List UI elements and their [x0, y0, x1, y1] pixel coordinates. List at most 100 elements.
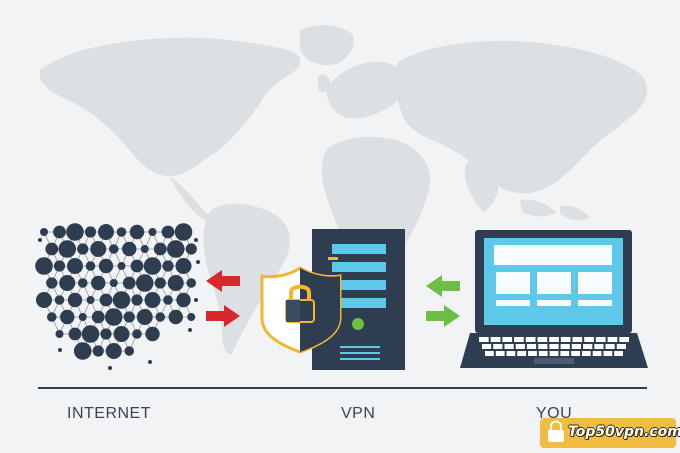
network-node — [166, 240, 185, 258]
network-node — [155, 312, 166, 322]
green-arrows-icon — [426, 275, 460, 327]
network-node — [45, 242, 59, 256]
network-node — [145, 326, 160, 342]
network-node — [105, 343, 122, 359]
keyboard-key — [584, 337, 594, 342]
network-node — [100, 328, 112, 340]
network-node — [55, 330, 64, 338]
network-node — [122, 241, 137, 257]
keyboard-key — [549, 351, 559, 356]
keyboard-key — [504, 344, 514, 349]
network-node — [168, 309, 183, 325]
network-node — [154, 277, 166, 289]
watermark-text: Top50vpn.com — [568, 424, 680, 440]
network-node — [135, 274, 154, 292]
keyboard-key — [525, 337, 536, 342]
keyboard-key — [495, 351, 505, 356]
server-icon — [312, 229, 405, 370]
network-node — [99, 293, 113, 307]
keyboard-key — [549, 337, 559, 342]
keyboard-key — [482, 344, 492, 349]
network-node — [67, 292, 83, 308]
network-node — [167, 275, 184, 291]
network-node-small — [58, 348, 62, 352]
network-node — [53, 260, 66, 272]
keyboard-key — [607, 337, 618, 342]
network-node-small — [196, 260, 200, 264]
network-node — [91, 310, 105, 324]
network-node — [174, 223, 193, 241]
network-node — [186, 278, 197, 288]
network-node — [67, 258, 83, 274]
network-node — [77, 243, 89, 255]
network-node — [144, 292, 161, 308]
network-node — [124, 346, 135, 356]
keyboard-key — [571, 344, 581, 349]
keyboard-key — [538, 351, 548, 356]
network-node — [35, 257, 53, 275]
network-node — [85, 261, 96, 271]
network-node — [162, 260, 174, 272]
keyboard-key — [526, 344, 537, 349]
keyboard-key — [485, 351, 494, 356]
keyboard-key — [517, 351, 527, 356]
laptop-icon — [460, 230, 648, 368]
network-node — [185, 243, 197, 255]
you-label: YOU — [536, 405, 573, 422]
padlock-icon — [548, 420, 564, 442]
keyboard-key — [619, 337, 629, 342]
network-node — [163, 295, 173, 305]
network-node — [132, 329, 142, 339]
vpn-label: VPN — [341, 405, 376, 422]
network-node-small — [38, 238, 42, 242]
network-node — [140, 245, 149, 253]
shield-lock-icon — [260, 266, 342, 354]
network-node — [68, 327, 82, 341]
network-node — [77, 278, 88, 288]
keyboard-key — [571, 351, 580, 356]
keyboard-key — [560, 351, 570, 356]
network-node — [161, 225, 175, 239]
keyboard-key — [595, 337, 606, 342]
network-node — [86, 296, 95, 304]
network-node — [40, 228, 48, 236]
network-node — [131, 294, 143, 306]
keyboard-key — [592, 351, 602, 356]
network-node — [108, 244, 119, 254]
network-node — [46, 277, 58, 289]
network-node — [91, 275, 106, 291]
network-node — [84, 226, 97, 238]
network-node-small — [194, 238, 198, 242]
network-node — [153, 242, 167, 256]
network-node — [78, 313, 87, 321]
network-node — [90, 241, 107, 257]
red-arrows-icon — [206, 270, 240, 327]
network-node — [123, 311, 135, 323]
network-node — [66, 223, 84, 241]
network-node — [122, 276, 136, 290]
network-node — [58, 240, 77, 258]
network-node — [81, 325, 100, 343]
keyboard-key — [594, 344, 604, 349]
network-node — [129, 224, 145, 240]
network-node — [116, 227, 127, 237]
network-node — [113, 326, 130, 342]
network-node — [98, 258, 114, 274]
network-node — [60, 309, 75, 325]
keyboard-key — [506, 351, 516, 356]
network-node — [175, 258, 192, 274]
network-node — [104, 308, 123, 326]
keyboard-key — [490, 337, 501, 342]
keyboard-key — [502, 337, 513, 342]
watermark-badge — [540, 418, 676, 448]
network-node — [117, 262, 126, 270]
keyboard-key — [537, 337, 548, 342]
keyboard-key — [560, 337, 571, 342]
network-node — [136, 309, 153, 325]
keyboard-key — [560, 344, 570, 349]
keyboard-key — [605, 344, 615, 349]
keyboard-key — [479, 337, 489, 342]
network-node — [130, 259, 144, 273]
network-node-small — [148, 360, 152, 364]
